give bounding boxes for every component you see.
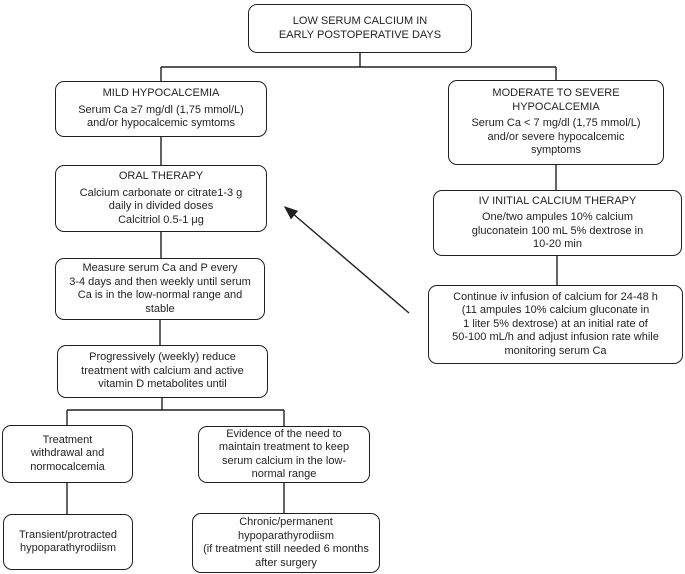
node-moderate-title: MODERATE TO SEVERE	[492, 87, 620, 100]
node-mild-title: MILD HYPOCALCEMIA	[102, 87, 220, 100]
node-mild-hypocalcemia: MILD HYPOCALCEMIA Serum Ca ≥7 mg/dl (1,7…	[55, 81, 267, 137]
node-oral-line: Calcitriol 0.5-1 μg	[118, 213, 204, 226]
node-iv-line: One/two ampules 10% calcium	[481, 211, 633, 223]
node-moderate-line: and/or severe hypocalcemic	[487, 130, 625, 143]
node-withdrawal-line: withdrawal and	[30, 447, 105, 460]
node-transient-line: Transient/protracted	[18, 528, 118, 541]
node-continue-line: 1 liter 5% dextrose) at an initial rate …	[463, 317, 648, 330]
node-progressively-reduce: Progressively (weekly) reduce treatment …	[57, 345, 268, 398]
node-continue-line: Continue iv infusion of calcium for 24-4…	[453, 290, 658, 303]
node-reduce-line: Progressively (weekly) reduce	[89, 351, 236, 364]
node-iv-title: IV INITIAL CALCIUM THERAPY	[478, 194, 637, 207]
node-chronic-hypoparathyroidism: Chronic/permanent hypoparathyrodiism (if…	[192, 513, 380, 573]
node-measure-line: Ca is in the low-normal range and	[77, 289, 243, 301]
node-chronic-line: hypoparathyrodiism	[238, 529, 334, 542]
node-oral-line: Calcium carbonate or citrate1-3 g	[79, 186, 243, 199]
node-continue-iv-infusion: Continue iv infusion of calcium for 24-4…	[428, 285, 683, 364]
node-mild-line: Serum Ca ≥7 mg/dl (1,75 mmol/L)	[78, 103, 244, 116]
node-iv-initial-calcium-therapy: IV INITIAL CALCIUM THERAPY One/two ampul…	[433, 190, 682, 256]
node-start-line: LOW SERUM CALCIUM IN	[292, 15, 428, 27]
iv-to-oral-arrow	[283, 206, 410, 314]
node-evidence-line: normal range	[251, 468, 317, 480]
node-mild-line: and/or hypocalcemic symtoms	[87, 117, 235, 130]
node-start-line: EARLY POSTOPERATIVE DAYS	[278, 28, 442, 41]
node-chronic-line: Chronic/permanent	[239, 516, 333, 528]
node-evidence-line: maintain treatment to keep	[218, 441, 350, 453]
node-withdrawal-line: normocalcemia	[30, 460, 105, 473]
node-iv-line: 10-20 min	[533, 238, 582, 250]
node-evidence-line: Evidence of the need to	[226, 427, 342, 440]
node-reduce-line: vitamin D metabolites until	[98, 378, 227, 391]
node-continue-line: monitoring serum Ca	[504, 344, 607, 357]
node-treatment-withdrawal: Treatment withdrawal and normocalcemia	[2, 425, 133, 483]
node-withdrawal-line: Treatment	[42, 433, 93, 446]
node-oral-title: ORAL THERAPY	[118, 170, 204, 182]
node-iv-line: gluconatein 100 mL 5% dextrose in	[471, 224, 644, 237]
node-moderate-title: HYPOCALCEMIA	[512, 100, 600, 113]
node-measure-serum: Measure serum Ca and P every 3-4 days an…	[55, 258, 265, 320]
node-chronic-line: (if treatment still needed 6 months	[203, 543, 369, 555]
node-oral-line: daily in divided doses	[108, 200, 214, 212]
node-start: LOW SERUM CALCIUM IN EARLY POSTOPERATIVE…	[248, 4, 472, 53]
node-measure-line: 3-4 days and then weekly until serum	[69, 275, 251, 288]
node-measure-line: stable	[145, 302, 175, 315]
node-measure-line: Measure serum Ca and P every	[82, 262, 238, 274]
node-evidence-line: serum calcium in the low-	[221, 454, 347, 467]
node-continue-line: 50-100 mL/h and adjust infusion rate whi…	[452, 331, 659, 344]
node-moderate-line: symptoms	[530, 144, 582, 157]
node-reduce-line: treatment with calcium and active	[81, 364, 244, 377]
node-continue-line: (11 ampules 10% calcium gluconate in	[461, 304, 650, 317]
node-moderate-line: Serum Ca < 7 mg/dl (1,75 mmol/L)	[471, 117, 641, 130]
node-chronic-line: after surgery	[255, 556, 317, 569]
node-transient-hypoparathyroidism: Transient/protracted hypoparathyrodiism	[3, 514, 133, 570]
node-transient-line: hypoparathyrodiism	[20, 542, 116, 554]
node-oral-therapy: ORAL THERAPY Calcium carbonate or citrat…	[55, 165, 267, 232]
node-moderate-severe-hypocalcemia: MODERATE TO SEVERE HYPOCALCEMIA Serum Ca…	[448, 80, 664, 165]
node-evidence-maintain-treatment: Evidence of the need to maintain treatme…	[198, 426, 370, 483]
connector-lines	[66, 53, 558, 514]
